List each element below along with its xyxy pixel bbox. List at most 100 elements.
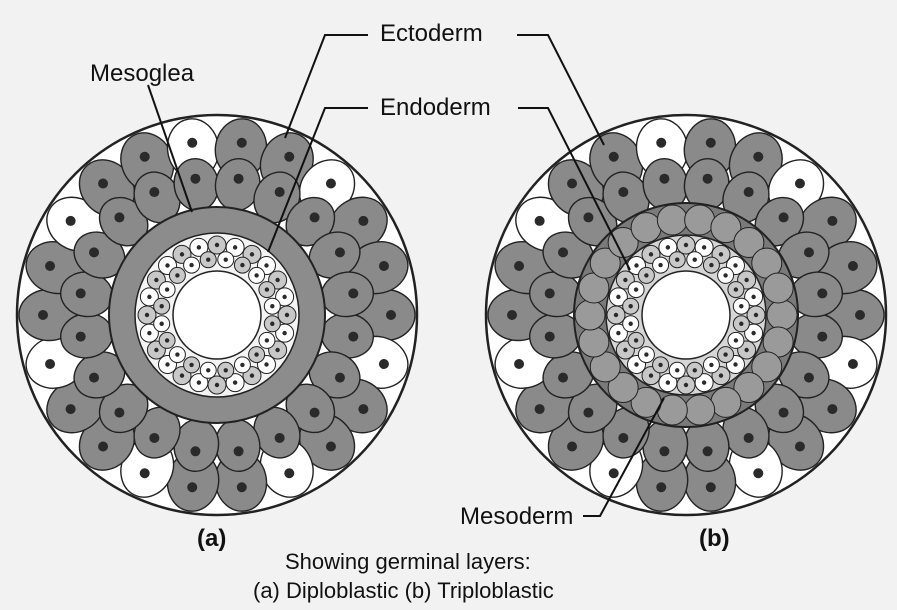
ectoderm-nucleus [190, 446, 200, 456]
ectoderm-nucleus [753, 468, 763, 478]
ectoderm-nucleus [558, 247, 568, 257]
ectoderm-nucleus [379, 359, 389, 369]
endoderm-nucleus [723, 352, 727, 356]
ectoderm-nucleus [545, 332, 555, 342]
ectoderm-nucleus [795, 178, 805, 188]
ectoderm-nucleus [114, 212, 124, 222]
endoderm-nucleus [719, 373, 723, 377]
ectoderm-nucleus [348, 332, 358, 342]
endoderm-nucleus [623, 348, 627, 352]
endoderm-nucleus [702, 380, 706, 384]
endoderm-nucleus [197, 245, 201, 249]
mesoderm-cell [657, 205, 687, 235]
endoderm-nucleus [616, 295, 620, 299]
endoderm-nucleus [634, 362, 638, 366]
ectoderm-nucleus [779, 408, 789, 418]
endoderm-nucleus [658, 263, 662, 267]
endoderm-nucleus [206, 257, 210, 261]
ectoderm-nucleus [656, 482, 666, 492]
ectoderm-nucleus [558, 373, 568, 383]
endoderm-nucleus [180, 252, 184, 256]
endoderm-nucleus [250, 252, 254, 256]
endoderm-nucleus [147, 331, 151, 335]
endoderm-nucleus [254, 273, 258, 277]
ectoderm-nucleus [379, 261, 389, 271]
endoderm-nucleus [250, 373, 254, 377]
endoderm-nucleus [147, 295, 151, 299]
endoderm-nucleus [719, 252, 723, 256]
ectoderm-nucleus [855, 310, 865, 320]
endoderm-nucleus [751, 331, 755, 335]
ectoderm-nucleus [753, 152, 763, 162]
endoderm-nucleus [233, 245, 237, 249]
ectoderm-nucleus [659, 174, 669, 184]
ectoderm-nucleus [66, 404, 76, 414]
endoderm-nucleus [658, 363, 662, 367]
endoderm-nucleus [189, 263, 193, 267]
mesoderm-cell [685, 205, 715, 235]
triploblastic-cross-section [486, 115, 886, 515]
panel-label-a: (a) [197, 527, 226, 551]
ectoderm-nucleus [817, 288, 827, 298]
ectoderm-nucleus [149, 433, 159, 443]
ectoderm-nucleus [275, 187, 285, 197]
endoderm-nucleus [628, 322, 632, 326]
endoderm-nucleus [649, 373, 653, 377]
ectoderm-nucleus [514, 359, 524, 369]
ectoderm-nucleus [618, 433, 628, 443]
ectoderm-nucleus [66, 216, 76, 226]
label-ectoderm: Ectoderm [380, 22, 483, 46]
ectoderm-nucleus [140, 468, 150, 478]
caption-line-2: (a) Diploblastic (b) Triploblastic [253, 580, 554, 602]
endoderm-nucleus [702, 245, 706, 249]
mesoderm-cell [767, 300, 797, 330]
ectoderm-nucleus [583, 408, 593, 418]
endoderm-nucleus [623, 278, 627, 282]
endoderm-nucleus [644, 352, 648, 356]
ectoderm-nucleus [38, 310, 48, 320]
ectoderm-nucleus [335, 247, 345, 257]
ectoderm-nucleus [114, 408, 124, 418]
endoderm-nucleus [224, 368, 228, 372]
endoderm-nucleus [709, 363, 713, 367]
endoderm-nucleus [675, 368, 679, 372]
ectoderm-nucleus [98, 442, 108, 452]
endoderm-nucleus [165, 287, 169, 291]
endoderm-nucleus [154, 348, 158, 352]
endoderm-nucleus [693, 257, 697, 261]
endoderm-nucleus [270, 304, 274, 308]
endoderm-nucleus [666, 380, 670, 384]
endoderm-nucleus [649, 252, 653, 256]
ectoderm-nucleus [535, 404, 545, 414]
endoderm-nucleus [240, 263, 244, 267]
ectoderm-nucleus [567, 178, 577, 188]
mesoderm-cell [579, 327, 609, 357]
ectoderm-nucleus [744, 187, 754, 197]
endoderm-nucleus [616, 331, 620, 335]
endoderm-nucleus [628, 304, 632, 308]
ectoderm-nucleus [149, 187, 159, 197]
endoderm-nucleus [739, 322, 743, 326]
endoderm-nucleus [709, 263, 713, 267]
ectoderm-nucleus [358, 404, 368, 414]
endoderm-nucleus [270, 322, 274, 326]
endoderm-nucleus [215, 383, 219, 387]
ectoderm-nucleus [310, 212, 320, 222]
endoderm-nucleus [275, 278, 279, 282]
ectoderm-nucleus [703, 446, 713, 456]
ectoderm-nucleus [848, 359, 858, 369]
endoderm-nucleus [744, 278, 748, 282]
endoderm-nucleus [264, 263, 268, 267]
ectoderm-nucleus [140, 152, 150, 162]
ectoderm-nucleus [335, 373, 345, 383]
endoderm-nucleus [634, 338, 638, 342]
endoderm-nucleus [165, 362, 169, 366]
mesoderm-cell [711, 387, 741, 417]
ectoderm-nucleus [656, 138, 666, 148]
endoderm-nucleus [739, 304, 743, 308]
ectoderm-nucleus [706, 482, 716, 492]
endoderm-nucleus [159, 304, 163, 308]
ectoderm-nucleus [275, 433, 285, 443]
ectoderm-nucleus [358, 216, 368, 226]
